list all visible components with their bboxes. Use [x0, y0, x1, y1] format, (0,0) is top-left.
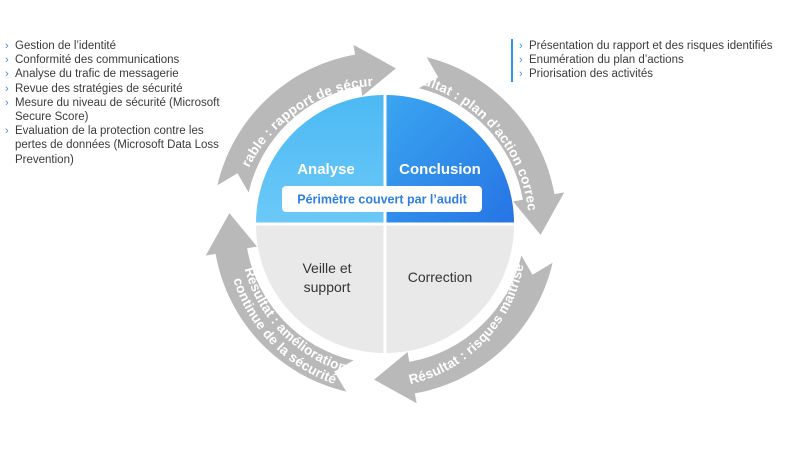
- left-activity-list: ›Gestion de l’identité ›Conformité des c…: [5, 39, 220, 167]
- arrow-top-left: [217, 44, 396, 193]
- quadrant-veille: [256, 225, 384, 353]
- chevron-right-icon: ›: [5, 82, 9, 95]
- arrow-top-right: [418, 57, 565, 235]
- veille-label-line2: support: [304, 279, 351, 295]
- chevron-right-icon: ›: [519, 40, 523, 52]
- chevron-right-icon: ›: [5, 125, 9, 138]
- perimetre-label: Périmètre couvert par l’audit: [297, 193, 467, 207]
- list-item: ›Gestion de l’identité: [5, 40, 117, 52]
- arrow-bottom-left: [205, 213, 354, 392]
- chevron-right-icon: ›: [519, 68, 523, 81]
- cycle-arrows: [205, 44, 565, 404]
- chevron-right-icon: ›: [5, 68, 9, 81]
- list-item: ›Enumération du plan d’actions: [519, 54, 684, 67]
- chevron-right-icon: ›: [5, 54, 9, 67]
- list-item: ›Présentation du rapport et des risques …: [519, 40, 773, 52]
- chevron-right-icon: ›: [5, 96, 9, 109]
- chevron-right-icon: ›: [519, 54, 523, 67]
- list-item: ›Revue des stratégies de sécurité: [5, 82, 183, 95]
- list-item: ›Mesure du niveau de sécurité (Microsoft…: [5, 96, 220, 124]
- conclusion-label: Conclusion: [399, 161, 481, 178]
- list-item: ›Evaluation de la protection contre les …: [5, 125, 219, 166]
- quadrant-correction: [386, 225, 514, 353]
- list-item: ›Priorisation des activités: [519, 68, 653, 81]
- perimetre-box: [282, 186, 482, 212]
- list-item: ›Conformité des communications: [5, 54, 180, 67]
- chevron-right-icon: ›: [5, 40, 9, 52]
- analyse-label: Analyse: [297, 161, 355, 178]
- right-results-list: ›Présentation du rapport et des risques …: [511, 39, 800, 82]
- veille-label-line1: Veille et: [302, 260, 351, 276]
- arrow-bottom-right: [374, 255, 553, 404]
- correction-label: Correction: [408, 269, 473, 285]
- list-item: ›Analyse du trafic de messagerie: [5, 68, 179, 81]
